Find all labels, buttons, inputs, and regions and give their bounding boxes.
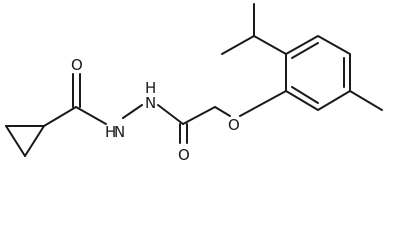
aromatic-inner-bond — [291, 86, 319, 104]
atom-label-carbonyl-oxygen-2: O — [178, 146, 190, 164]
benzene-ring — [285, 35, 351, 111]
carbonyl-methylene-bond — [182, 106, 216, 125]
aromatic-inner-bond — [291, 42, 319, 59]
isopropyl-bond — [253, 35, 287, 55]
methyl-bond — [349, 90, 383, 111]
cyclopropyl-carbonyl-bond — [43, 106, 77, 127]
atom-label-carbonyl-oxygen-1: O — [71, 56, 83, 74]
isopropyl-group — [221, 3, 287, 55]
atom-label-hydrazide-nitrogen-1: N — [114, 123, 125, 141]
cyclopropyl-ring — [5, 125, 45, 157]
carbonyl-nitrogen-bond — [75, 106, 107, 125]
cyclopropyl-bond — [24, 125, 45, 157]
oxygen-aryl-bond — [239, 90, 287, 117]
cyclopropyl-bond — [5, 125, 26, 157]
methylene-oxygen-bond — [214, 106, 231, 117]
atom-label-ether-oxygen: O — [228, 116, 240, 134]
nitrogen-nitrogen-bond — [122, 104, 143, 119]
carbonyl-double-bond-1 — [72, 73, 81, 108]
nitrogen-carbonyl-bond — [157, 104, 184, 125]
chemical-structure-diagram: O H N H N O O — [5, 3, 383, 164]
benzene-hexagon — [285, 35, 351, 111]
atom-label-nh-hydrogen-2: H — [145, 79, 156, 97]
atom-label-nh-hydrogen-1: H — [105, 123, 116, 141]
atom-label-hydrazide-nitrogen-2: N — [145, 94, 156, 112]
carbonyl-double-bond-2 — [179, 123, 188, 144]
isopropyl-bond — [221, 35, 255, 55]
